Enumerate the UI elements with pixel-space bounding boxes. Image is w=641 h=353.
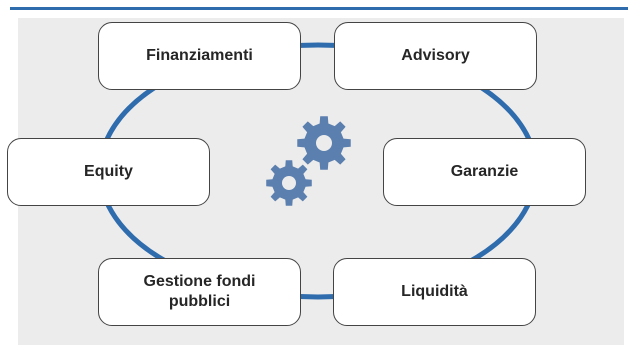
node-label: Equity	[84, 163, 133, 180]
node-equity: Equity	[7, 138, 210, 206]
gear-icon	[266, 160, 312, 206]
node-label: Garanzie	[450, 163, 519, 180]
node-advisory: Advisory	[334, 22, 537, 90]
node-label: Liquidità	[401, 283, 468, 300]
top-rule	[10, 7, 628, 10]
node-label: Gestione fondi pubblici	[143, 273, 256, 310]
node-liquidita: Liquidità	[333, 258, 536, 326]
node-gestione-fondi-pubblici: Gestione fondi pubblici	[98, 258, 301, 326]
node-label: Finanziamenti	[146, 47, 253, 64]
node-garanzie: Garanzie	[383, 138, 586, 206]
node-label: Advisory	[401, 47, 470, 64]
node-finanziamenti: Finanziamenti	[98, 22, 301, 90]
gear-icon	[297, 116, 351, 170]
